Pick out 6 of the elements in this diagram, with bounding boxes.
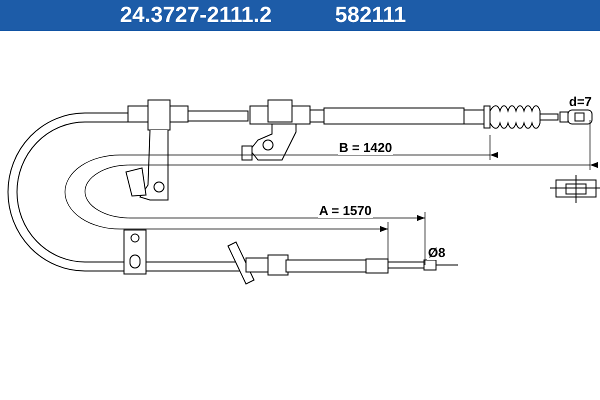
dimension-label: B = 1420 bbox=[338, 141, 394, 155]
dimension-label: A = 1570 bbox=[318, 204, 373, 218]
dimension-label: Ø8 bbox=[427, 246, 446, 260]
dimension-label: d=7 bbox=[568, 95, 593, 109]
part-number: 24.3727-2111.2 bbox=[120, 2, 272, 28]
part-number: 582111 bbox=[335, 2, 406, 28]
